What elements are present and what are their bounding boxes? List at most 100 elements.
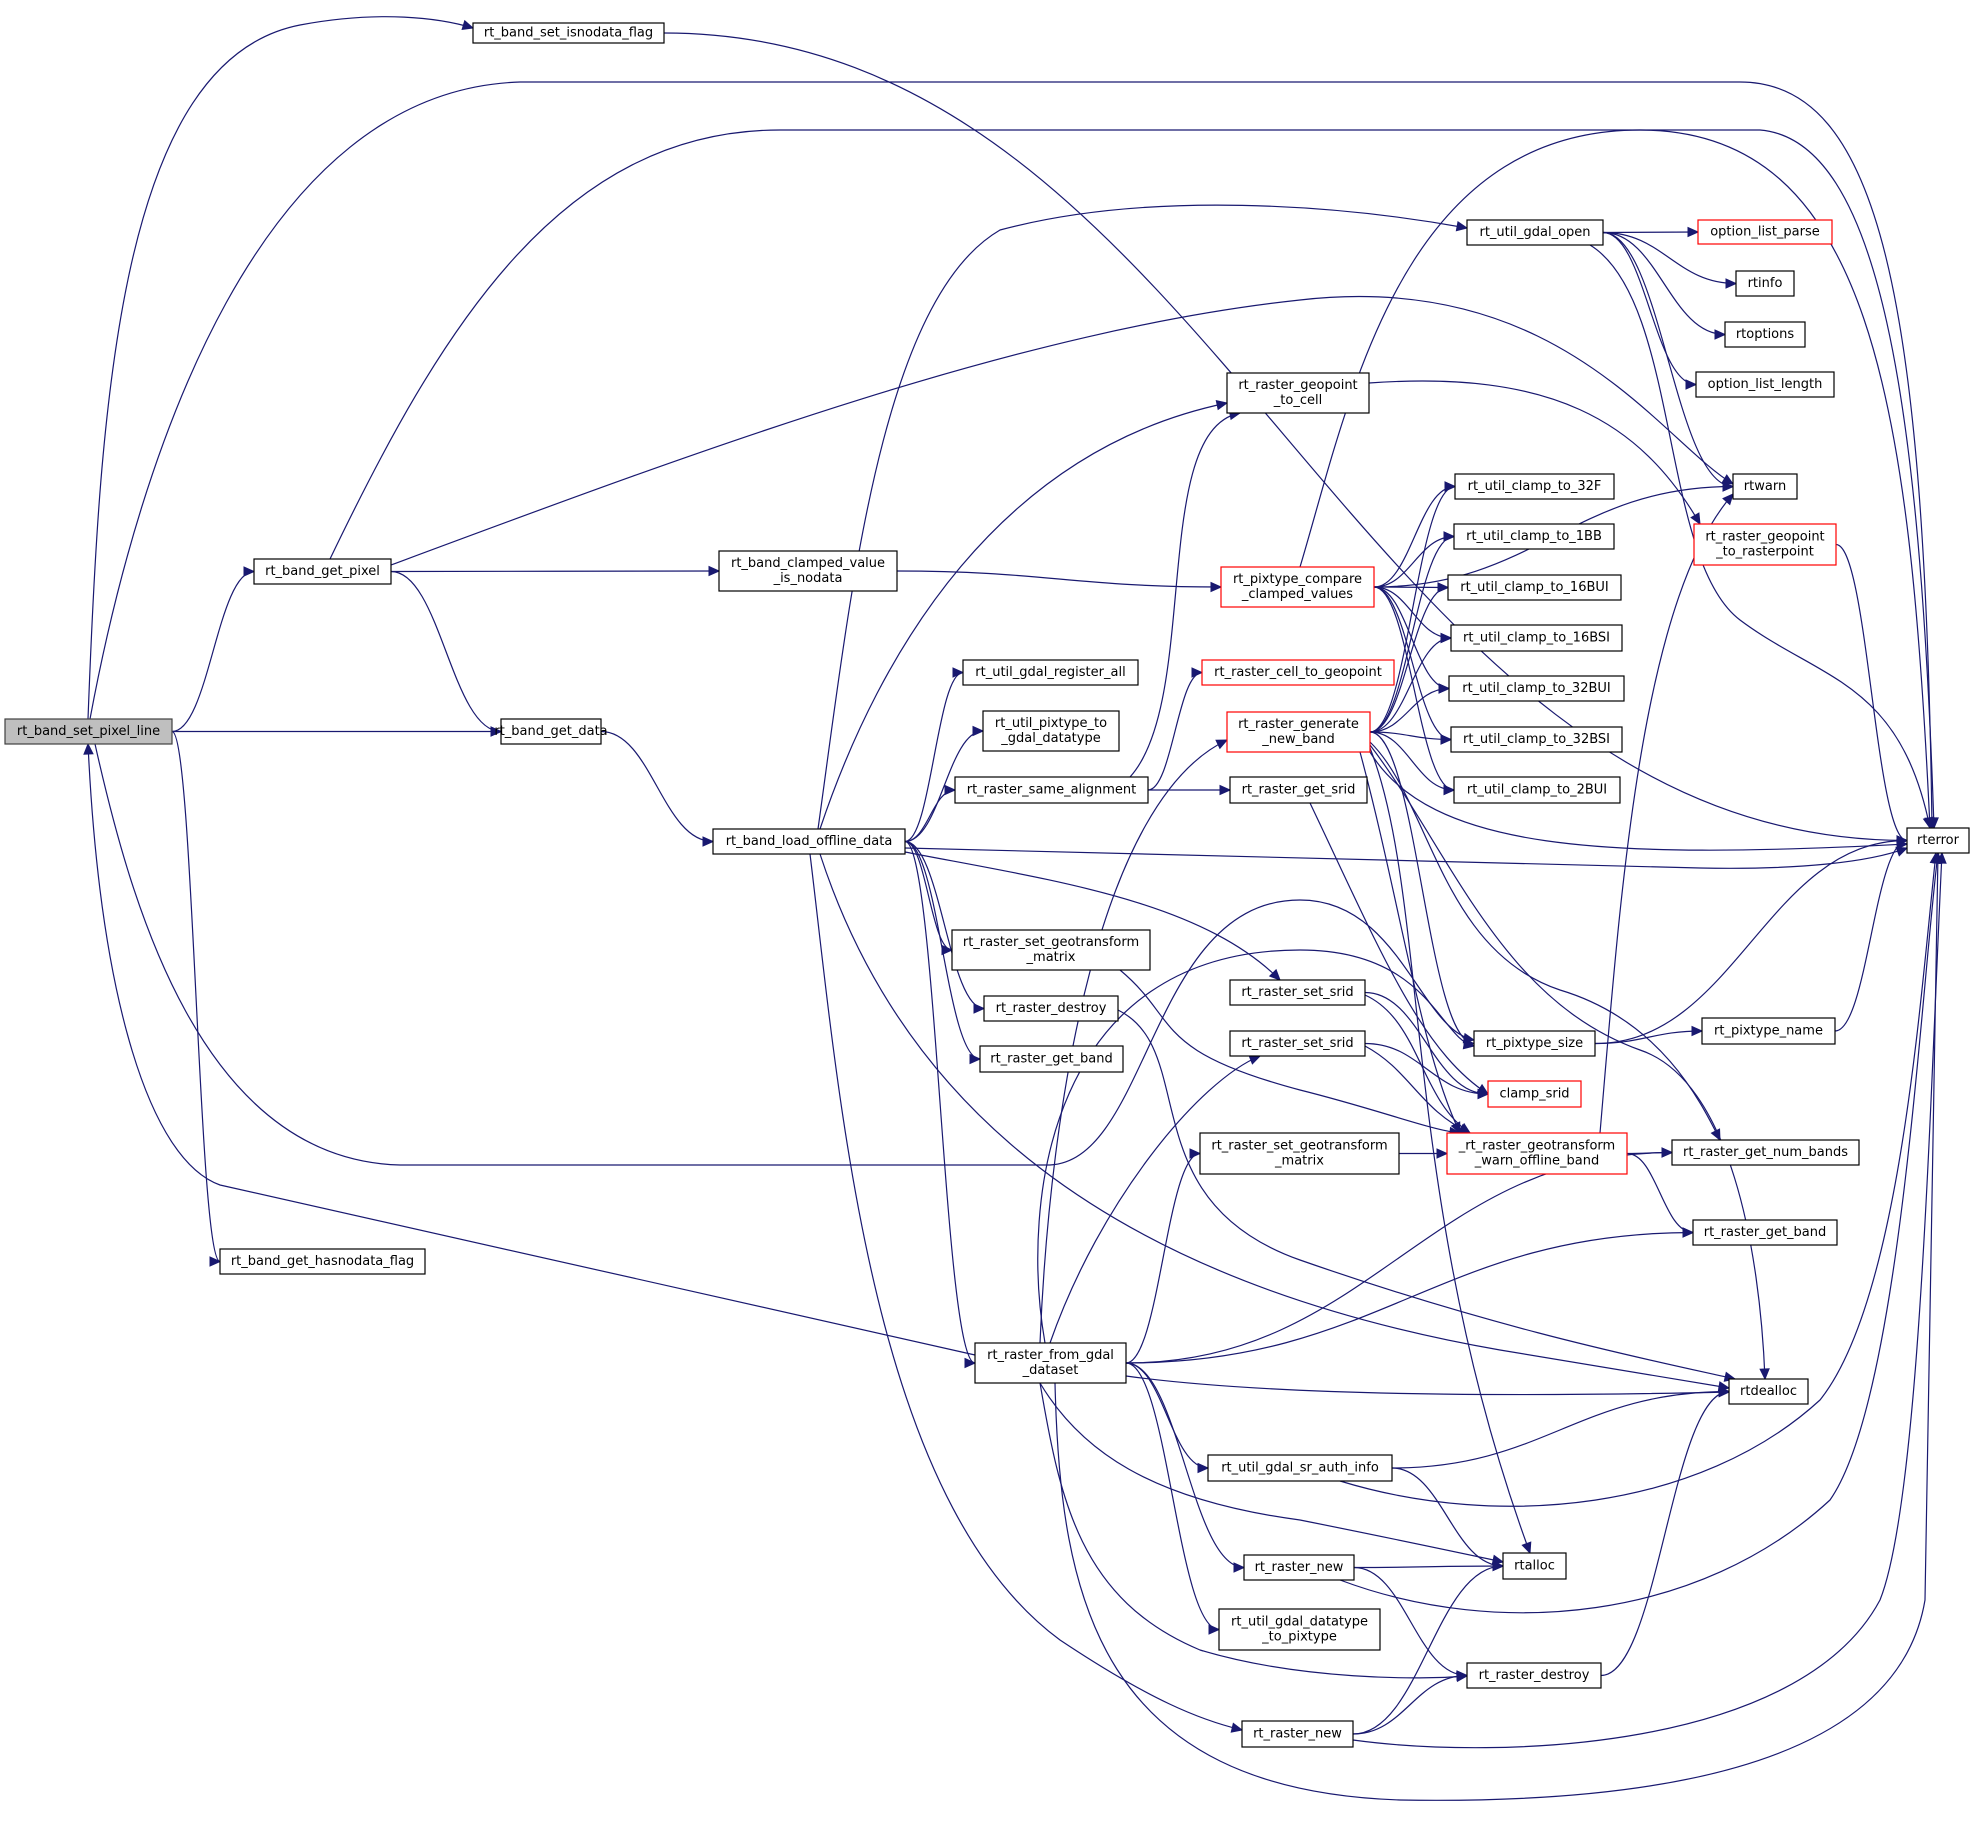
node-box[interactable]	[1450, 726, 1623, 753]
node-box[interactable]	[4, 718, 173, 745]
node-raster-new-1[interactable]: rt_raster_new	[1243, 1554, 1355, 1581]
node-box[interactable]	[954, 776, 1149, 804]
node-clamp-16BSI[interactable]: rt_util_clamp_to_16BSI	[1450, 624, 1623, 652]
node-box[interactable]	[1241, 1720, 1354, 1748]
node-option-list-length[interactable]: option_list_length	[1695, 371, 1835, 398]
node-get-srid[interactable]: rt_raster_get_srid	[1229, 776, 1368, 804]
node-box[interactable]	[1243, 1554, 1355, 1581]
node-raster-new-2[interactable]: rt_raster_new	[1241, 1720, 1354, 1748]
node-box[interactable]	[1502, 1552, 1567, 1580]
node-util-gdal-open[interactable]: rt_util_gdal_open	[1466, 219, 1604, 246]
node-warn-offline-band[interactable]: _rt_raster_geotransform_warn_offline_ban…	[1446, 1132, 1628, 1175]
node-box[interactable]	[1732, 473, 1798, 500]
node-box[interactable]	[1466, 1662, 1602, 1689]
node-box[interactable]	[1701, 1017, 1836, 1045]
node-box[interactable]	[1671, 1139, 1860, 1166]
node-load-offline-data[interactable]: rt_band_load_offline_data	[712, 828, 906, 855]
node-cell-to-geopoint[interactable]: rt_raster_cell_to_geopoint	[1201, 659, 1395, 686]
node-set-srid-2[interactable]: rt_raster_set_srid	[1229, 1030, 1366, 1057]
node-box[interactable]	[1226, 372, 1370, 414]
node-box[interactable]	[982, 710, 1120, 752]
node-box[interactable]	[1453, 776, 1621, 804]
node-gdal-sr-auth-info[interactable]: rt_util_gdal_sr_auth_info	[1207, 1454, 1393, 1482]
node-box[interactable]	[1724, 321, 1806, 348]
node-destroy-2[interactable]: rt_raster_destroy	[1466, 1662, 1602, 1689]
node-box[interactable]	[712, 828, 906, 855]
node-get-num-bands[interactable]: rt_raster_get_num_bands	[1671, 1139, 1860, 1166]
node-box[interactable]	[951, 929, 1151, 971]
node-box[interactable]	[1697, 219, 1833, 245]
node-rtoptions[interactable]: rtoptions	[1724, 321, 1806, 348]
node-box[interactable]	[1218, 1608, 1381, 1651]
node-box[interactable]	[1473, 1030, 1596, 1057]
node-get-band-2[interactable]: rt_raster_get_band	[1692, 1219, 1838, 1246]
node-clamp-srid[interactable]: clamp_srid	[1487, 1080, 1582, 1108]
node-box[interactable]	[1692, 1219, 1838, 1246]
node-set-isnodata-flag[interactable]: rt_band_set_isnodata_flag	[472, 22, 665, 44]
node-box[interactable]	[1207, 1454, 1393, 1482]
node-box[interactable]	[1199, 1132, 1400, 1175]
node-box[interactable]	[1446, 1132, 1628, 1175]
node-clamp-16BUI[interactable]: rt_util_clamp_to_16BUI	[1447, 574, 1622, 601]
node-clamp-1BB[interactable]: rt_util_clamp_to_1BB	[1453, 523, 1615, 550]
node-set-srid-1[interactable]: rt_raster_set_srid	[1229, 979, 1366, 1006]
node-pixtype-size[interactable]: rt_pixtype_size	[1473, 1030, 1596, 1057]
node-box[interactable]	[1226, 711, 1371, 753]
node-same-alignment[interactable]: rt_raster_same_alignment	[954, 776, 1149, 804]
node-set-geotransform-2[interactable]: rt_raster_set_geotransform_matrix	[1199, 1132, 1400, 1175]
node-box[interactable]	[1693, 523, 1837, 566]
node-clamp-32BSI[interactable]: rt_util_clamp_to_32BSI	[1450, 726, 1623, 753]
node-box[interactable]	[1229, 776, 1368, 804]
node-gdal-register-all[interactable]: rt_util_gdal_register_all	[962, 659, 1139, 686]
node-get-data[interactable]: rt_band_get_data	[494, 718, 608, 745]
node-rterror[interactable]: rterror	[1906, 827, 1970, 854]
node-rtdealloc[interactable]: rtdealloc	[1728, 1378, 1809, 1405]
node-from-gdal-dataset[interactable]: rt_raster_from_gdal_dataset	[974, 1342, 1127, 1384]
node-rtalloc[interactable]: rtalloc	[1502, 1552, 1567, 1580]
node-box[interactable]	[718, 550, 898, 592]
node-box[interactable]	[500, 718, 602, 745]
node-box[interactable]	[962, 659, 1139, 686]
node-box[interactable]	[1201, 659, 1395, 686]
node-clamped-value-is-nodata[interactable]: rt_band_clamped_value_is_nodata	[718, 550, 898, 592]
node-box[interactable]	[1220, 566, 1375, 608]
node-pixtype-name[interactable]: rt_pixtype_name	[1701, 1017, 1836, 1045]
node-box[interactable]	[1448, 675, 1625, 702]
node-box[interactable]	[219, 1248, 426, 1275]
node-box[interactable]	[1735, 270, 1795, 297]
node-option-list-parse[interactable]: option_list_parse	[1697, 219, 1833, 245]
node-clamp-32F[interactable]: rt_util_clamp_to_32F	[1454, 473, 1615, 500]
node-box[interactable]	[1229, 979, 1366, 1006]
node-gdal-datatype-to-pixtype[interactable]: rt_util_gdal_datatype_to_pixtype	[1218, 1608, 1381, 1651]
node-box[interactable]	[1466, 219, 1604, 246]
node-box[interactable]	[1453, 523, 1615, 550]
node-box[interactable]	[1450, 624, 1623, 652]
node-get-band-1[interactable]: rt_raster_get_band	[979, 1045, 1124, 1073]
node-get-hasnodata-flag[interactable]: rt_band_get_hasnodata_flag	[219, 1248, 426, 1275]
node-box[interactable]	[979, 1045, 1124, 1073]
node-box[interactable]	[1728, 1378, 1809, 1405]
node-get-pixel[interactable]: rt_band_get_pixel	[253, 558, 392, 585]
node-geopoint-to-rasterpoint[interactable]: rt_raster_geopoint_to_rasterpoint	[1693, 523, 1837, 566]
node-box[interactable]	[1695, 371, 1835, 398]
node-clamp-2BUI[interactable]: rt_util_clamp_to_2BUI	[1453, 776, 1621, 804]
node-destroy-1[interactable]: rt_raster_destroy	[983, 995, 1119, 1022]
node-generate-new-band[interactable]: rt_raster_generate_new_band	[1226, 711, 1371, 753]
node-clamp-32BUI[interactable]: rt_util_clamp_to_32BUI	[1448, 675, 1625, 702]
node-geopoint-to-cell[interactable]: rt_raster_geopoint_to_cell	[1226, 372, 1370, 414]
node-box[interactable]	[1454, 473, 1615, 500]
node-rtwarn[interactable]: rtwarn	[1732, 473, 1798, 500]
node-rtinfo[interactable]: rtinfo	[1735, 270, 1795, 297]
node-box[interactable]	[1229, 1030, 1366, 1057]
node-box[interactable]	[472, 22, 665, 44]
node-set-geotransform-1[interactable]: rt_raster_set_geotransform_matrix	[951, 929, 1151, 971]
node-box[interactable]	[974, 1342, 1127, 1384]
node-pixtype-compare[interactable]: rt_pixtype_compare_clamped_values	[1220, 566, 1375, 608]
node-set-pixel-line[interactable]: rt_band_set_pixel_line	[4, 718, 173, 745]
node-pixtype-to-gdal[interactable]: rt_util_pixtype_to_gdal_datatype	[982, 710, 1120, 752]
node-box[interactable]	[1906, 827, 1970, 854]
node-box[interactable]	[983, 995, 1119, 1022]
node-box[interactable]	[1487, 1080, 1582, 1108]
node-box[interactable]	[1447, 574, 1622, 601]
node-box[interactable]	[253, 558, 392, 585]
